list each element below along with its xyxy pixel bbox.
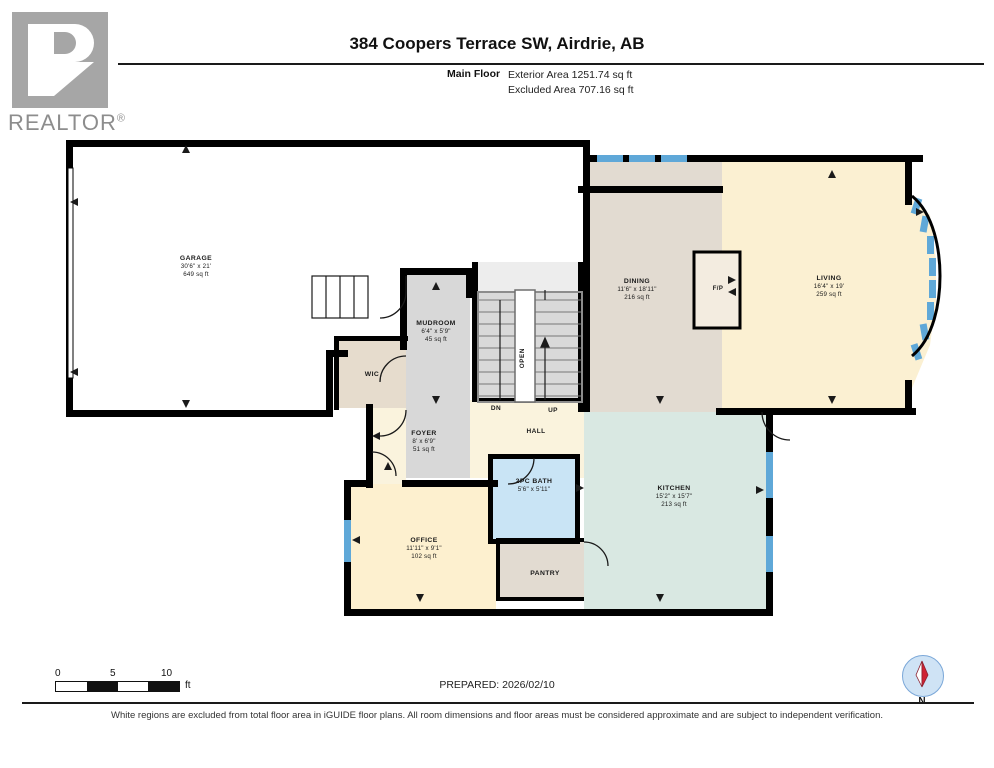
office-area — [348, 484, 496, 612]
realtor-logo-counter — [54, 32, 76, 54]
room-label-wic: WIC — [365, 371, 379, 379]
exterior-area: Exterior Area 1251.74 sq ft — [508, 69, 633, 81]
room-dimensions: 30'6" x 21' — [180, 263, 212, 271]
room-name: WIC — [364, 371, 380, 378]
scale-seg-4 — [148, 682, 179, 691]
room-name: LIVING — [816, 275, 842, 282]
living-area — [722, 162, 936, 412]
room-label-mudroom: MUDROOM 6'4" x 5'9" 45 sq ft — [416, 320, 455, 345]
header-divider — [118, 63, 984, 65]
down-label: DN — [490, 405, 502, 412]
room-label-foyer: FOYER 8' x 6'9" 51 sq ft — [411, 430, 436, 455]
hall-label: HALL — [526, 428, 546, 435]
room-area: 213 sq ft — [661, 501, 687, 509]
page-title: 384 Coopers Terrace SW, Airdrie, AB — [349, 34, 645, 53]
garage-steps — [311, 275, 369, 319]
scale-bar: 0 5 10 ft — [55, 668, 191, 692]
room-dimensions: 11'11" x 9'1" — [406, 545, 442, 553]
registered-mark: ® — [116, 112, 126, 125]
kitchen-area — [584, 412, 772, 612]
disclaimer-text: White regions are excluded from total fl… — [110, 710, 884, 721]
scale-tick-0: 0 — [55, 668, 61, 679]
up-label: UP — [548, 407, 558, 414]
room-label-garage: GARAGE 30'6" x 21' 649 sq ft — [180, 255, 212, 280]
room-name: GARAGE — [179, 255, 213, 262]
pantry-area — [500, 542, 584, 600]
room-name: FOYER — [411, 430, 437, 437]
bath-area — [492, 458, 578, 542]
room-dimensions: 16'4" x 19' — [813, 283, 845, 291]
fireplace-label: F/P — [712, 286, 724, 292]
compass-needle-icon — [915, 660, 929, 688]
footer-divider — [22, 702, 974, 704]
dimension-arrows — [70, 145, 924, 602]
area-summary: Exterior Area 1251.74 sq ft Excluded Are… — [508, 68, 634, 98]
stair-open-well — [514, 289, 536, 403]
mudroom-area — [406, 272, 470, 478]
room-area: 259 sq ft — [816, 291, 842, 299]
room-dimensions: 11'6" x 18'11" — [617, 286, 657, 294]
room-label-dining: DINING 11'6" x 18'11" 216 sq ft — [617, 278, 656, 303]
room-label-pantry: PANTRY — [530, 570, 560, 578]
realtor-wordmark-text: REALTOR — [8, 110, 117, 135]
room-area: 45 sq ft — [425, 336, 447, 344]
stair-upper-fill — [478, 262, 584, 292]
open-label: OPEN — [519, 348, 526, 369]
room-label-bath: 2PC BATH 5'6" x 5'11" — [516, 478, 553, 494]
floor-label: Main Floor — [447, 68, 501, 80]
realtor-logo: REALTOR® — [8, 8, 125, 135]
room-name: KITCHEN — [657, 485, 691, 492]
bay-window-outline — [911, 194, 942, 358]
compass-north-label: N — [898, 696, 946, 707]
foyer-area — [368, 408, 406, 490]
scale-bar-graphic — [55, 681, 180, 692]
scale-tick-10: 10 — [161, 668, 173, 679]
room-label-kitchen: KITCHEN 15'2" x 15'7" 213 sq ft — [656, 485, 693, 510]
stair-direction-arrows — [499, 290, 550, 400]
room-area: 649 sq ft — [183, 271, 209, 279]
scale-tick-5: 5 — [110, 668, 116, 679]
compass-rose: N — [898, 655, 950, 711]
room-dimensions: 5'6" x 5'11" — [517, 486, 551, 494]
scale-unit: ft — [185, 680, 191, 691]
room-area: 51 sq ft — [413, 446, 435, 454]
fireplace-arrows — [728, 276, 736, 296]
scale-seg-2 — [86, 682, 118, 691]
realtor-logo-leg — [54, 62, 94, 96]
room-label-office: OFFICE 11'11" x 9'1" 102 sq ft — [406, 537, 442, 562]
realtor-wordmark: REALTOR® — [8, 110, 126, 136]
room-dimensions: 8' x 6'9" — [412, 438, 436, 446]
room-name: PANTRY — [530, 570, 560, 577]
excluded-area: Excluded Area 707.16 sq ft — [508, 84, 634, 96]
realtor-logo-stem — [28, 24, 54, 96]
room-area: 216 sq ft — [624, 294, 650, 302]
dining-area — [584, 158, 722, 412]
room-name: DINING — [623, 278, 651, 285]
room-name: MUDROOM — [416, 320, 456, 327]
scale-tick-labels: 0 5 10 — [55, 668, 180, 681]
prepared-date: PREPARED: 2026/02/10 — [439, 679, 555, 691]
room-name: 2PC BATH — [515, 478, 553, 485]
room-name: OFFICE — [410, 537, 438, 544]
room-label-living: LIVING 16'4" x 19' 259 sq ft — [814, 275, 845, 300]
wic-area — [338, 340, 406, 408]
room-area: 102 sq ft — [411, 553, 437, 561]
room-dimensions: 15'2" x 15'7" — [655, 493, 693, 501]
room-dimensions: 6'4" x 5'9" — [421, 328, 451, 336]
